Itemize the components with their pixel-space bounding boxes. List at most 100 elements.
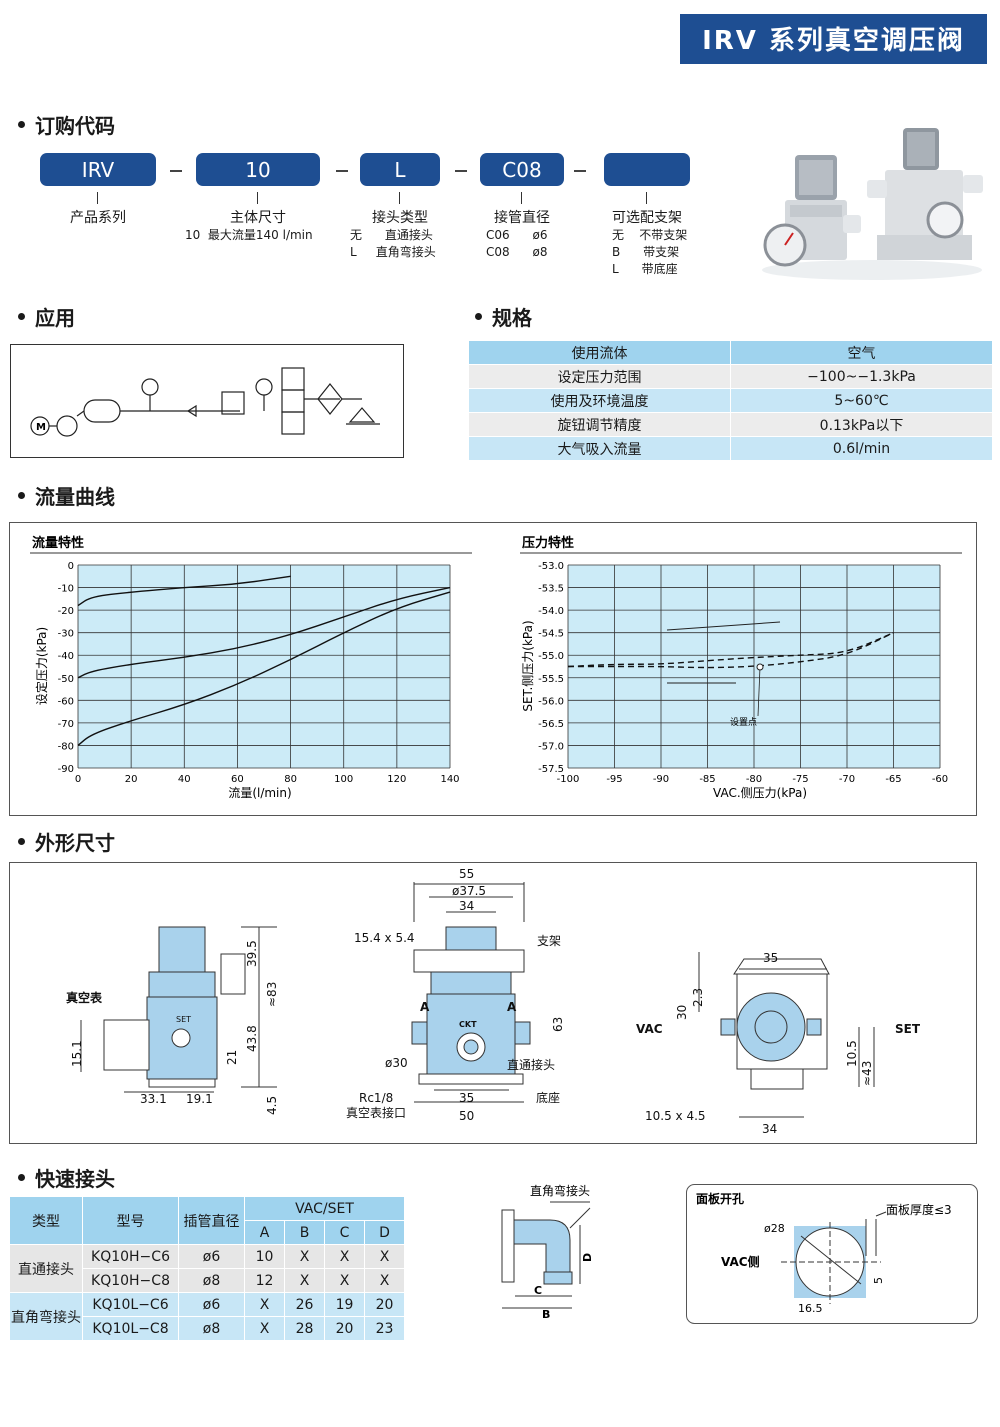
table-header: 插管直径 — [178, 1196, 245, 1245]
svg-text:M: M — [36, 422, 46, 433]
table-cell: 0.6l/min — [730, 436, 993, 461]
panel-dim: 面板厚度≤3 — [886, 1202, 952, 1217]
panel-dim: 5 — [872, 1277, 885, 1284]
x-tick-label: -95 — [606, 774, 622, 785]
x-tick-label: 80 — [284, 774, 297, 785]
x-tick-label: -90 — [653, 774, 669, 785]
set-point-label: 设置点 — [730, 717, 757, 728]
chart-title: 压力特性 — [522, 535, 574, 551]
x-tick-label: -60 — [932, 774, 948, 785]
y-tick-label: -90 — [58, 764, 74, 775]
dim-label: 19.1 — [186, 1092, 213, 1106]
elbow-title: 直角弯接头 — [530, 1183, 590, 1198]
y-tick-label: -55.0 — [538, 651, 564, 662]
table-cell: ø8 — [178, 1316, 245, 1341]
x-tick-label: 60 — [231, 774, 244, 785]
dim-label: 43.8 — [245, 1025, 259, 1052]
table-cell: X — [284, 1268, 325, 1293]
x-tick-label: 20 — [125, 774, 138, 785]
table-header: B — [284, 1220, 325, 1245]
stem — [97, 192, 98, 204]
y-tick-label: -20 — [58, 606, 74, 617]
bullet-icon — [18, 492, 25, 499]
x-tick-label: 120 — [387, 774, 406, 785]
code-size-detail: 10 最大流量140 l/min — [185, 228, 313, 242]
bullet-icon — [18, 1174, 25, 1181]
table-cell: KQ10L−C6 — [82, 1292, 179, 1317]
dim-label: 支架 — [537, 934, 561, 948]
table-header: 型号 — [82, 1196, 179, 1245]
table-cell: X — [364, 1268, 405, 1293]
dim-label: 63 — [551, 1017, 565, 1032]
code-size-label: 主体尺寸 — [230, 210, 286, 226]
x-tick-label: -75 — [792, 774, 808, 785]
table-row: 设定压力范围−100~−1.3kPa — [468, 364, 993, 389]
dim-label: 2.3 — [691, 988, 705, 1007]
code-bracket-detail: 无 不带支架 B 带支架 L 带底座 — [612, 228, 688, 276]
stem — [521, 192, 522, 204]
stem — [646, 192, 647, 204]
dash — [170, 170, 182, 172]
dim-label: CKT — [459, 1020, 477, 1029]
table-cell: 5~60℃ — [730, 388, 993, 413]
side-view-drawing — [80, 926, 277, 1093]
dim-label: D — [581, 1253, 594, 1262]
regulator-icon — [221, 391, 245, 415]
table-row: 直通接头 KQ10H−C6 ø6 10 X X X — [9, 1244, 405, 1293]
dim-label: 直通接头 — [507, 1057, 555, 1072]
dim-label: 35 — [459, 1091, 474, 1105]
table-cell: 26 — [284, 1292, 325, 1317]
section-application: 应用 — [18, 302, 75, 331]
table-header: D — [364, 1220, 405, 1245]
bullet-icon — [18, 838, 25, 845]
table-cell: X — [244, 1292, 285, 1317]
code-connector-label: 接头类型 — [372, 210, 428, 226]
table-cell: 空气 — [730, 340, 993, 365]
series-lines — [77, 575, 451, 746]
dash — [574, 170, 586, 172]
set-point-annotation: 设置点 — [666, 621, 781, 728]
y-tick-label: -56.5 — [538, 719, 564, 730]
x-tick-label: 100 — [334, 774, 353, 785]
check-valve-icon — [186, 404, 197, 418]
table-cell: X — [324, 1268, 365, 1293]
code-connector-detail: 无 直通接头 L 直角弯接头 — [350, 228, 436, 259]
y-tick-label: -54.5 — [538, 629, 564, 640]
dim-label: 33.1 — [140, 1092, 167, 1106]
dim-label: Rc1/8 — [359, 1091, 393, 1105]
y-tick-label: 0 — [68, 561, 74, 572]
dim-label: ø30 — [385, 1056, 408, 1070]
dim-label: 4.5 — [265, 1096, 279, 1115]
table-cell: X — [284, 1244, 325, 1269]
table-row: 类型 型号 插管直径 VAC/SET — [9, 1196, 405, 1245]
dim-label: ≈43 — [860, 1061, 874, 1086]
y-tick-label: -55.5 — [538, 674, 564, 685]
table-cell: 12 — [244, 1268, 285, 1293]
section-flow: 流量曲线 — [18, 481, 115, 510]
table-cell: 10 — [244, 1244, 285, 1269]
bullet-icon — [475, 313, 482, 320]
panel-cutout-drawing: 面板开孔 ø28 面板厚度≤3 VAC侧 5 16.5 — [686, 1184, 978, 1324]
y-tick-label: -60 — [58, 696, 74, 707]
series-line — [568, 632, 894, 669]
regulator-large-icon — [867, 128, 983, 260]
x-tick-label: -65 — [885, 774, 901, 785]
y-tick-label: -10 — [58, 584, 74, 595]
table-header: 类型 — [9, 1196, 83, 1245]
section-spec-title: 规格 — [492, 306, 532, 330]
pressure-chart: 压力特性 -100-95-90-85-80-75-70-65-60-53.0-5… — [520, 535, 962, 800]
y-tick-label: -30 — [58, 629, 74, 640]
table-cell: 20 — [324, 1316, 365, 1341]
dim-label: 34 — [459, 899, 474, 913]
section-order: 订购代码 — [18, 110, 115, 139]
y-tick-label: -54.0 — [538, 606, 564, 617]
y-tick-label: -80 — [58, 741, 74, 752]
stem — [257, 192, 258, 204]
table-cell: X — [364, 1244, 405, 1269]
table-cell: 使用流体 — [468, 340, 731, 365]
dimension-drawings: 真空表 SET 39.5 ≈83 43.8 21 15.1 33.1 19.1 … — [9, 862, 977, 1144]
section-quick-title: 快速接头 — [35, 1167, 115, 1191]
title-underline — [680, 61, 987, 64]
section-quick: 快速接头 — [18, 1163, 115, 1192]
